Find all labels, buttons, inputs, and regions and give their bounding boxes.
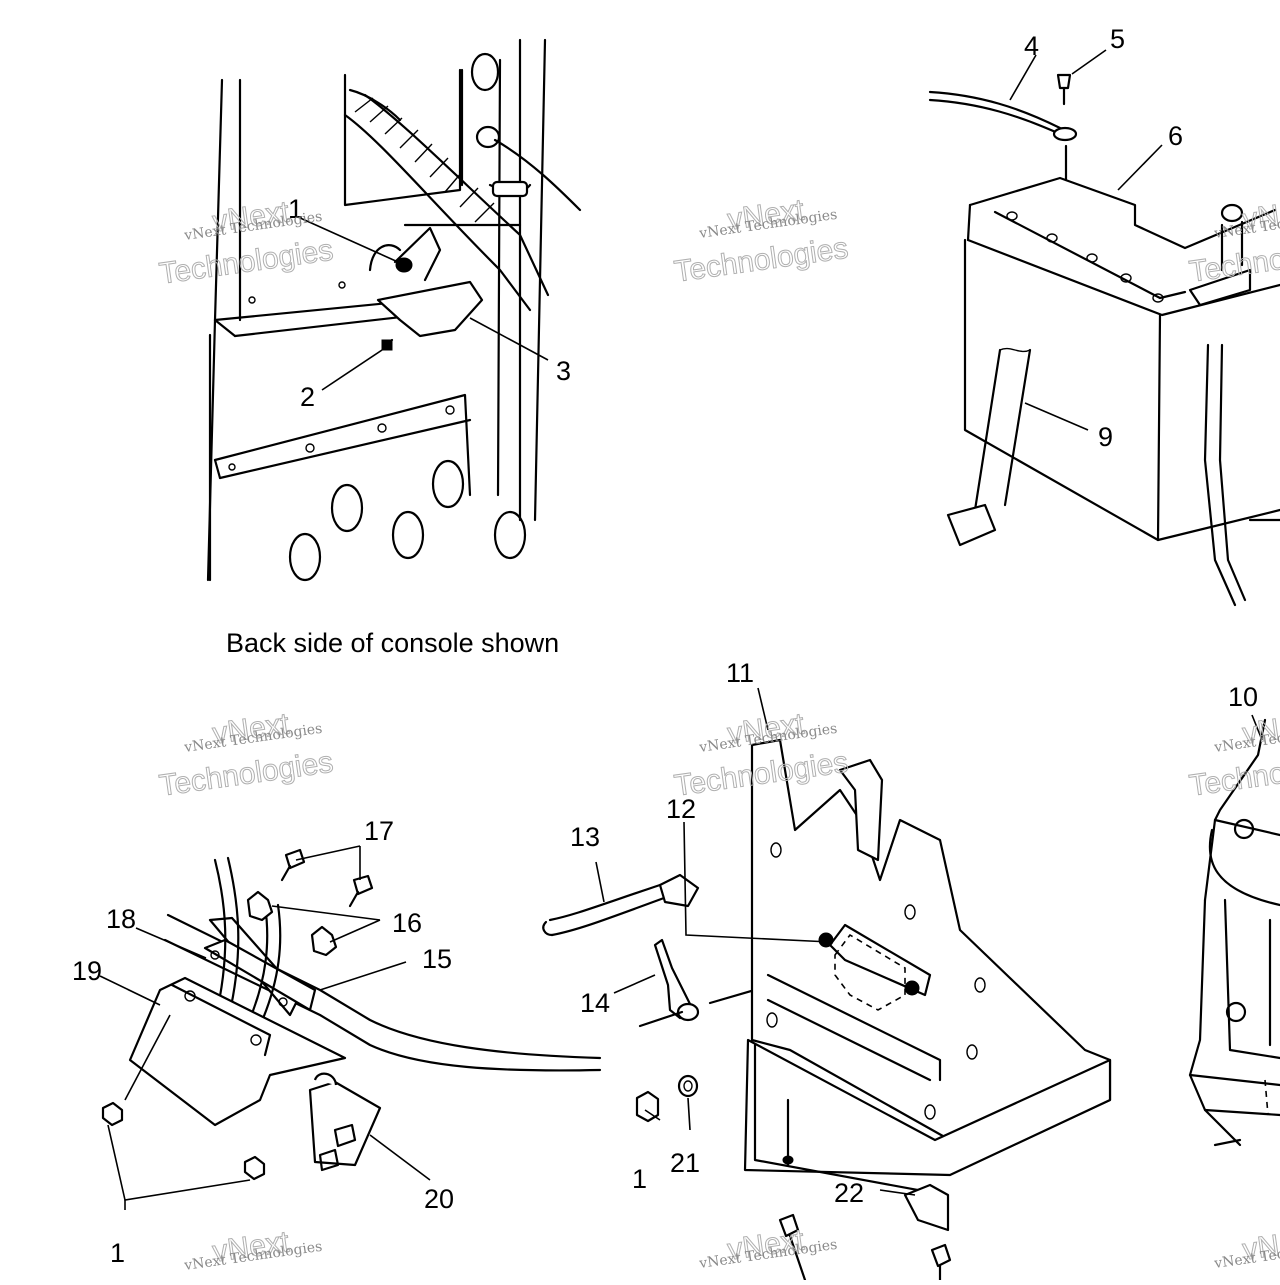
watermark-2: vNext vNext Technologies Technologies	[672, 193, 851, 289]
callout-12: 12	[666, 794, 696, 824]
callout-5: 5	[1110, 24, 1125, 54]
callout-6: 6	[1168, 121, 1183, 151]
relay-mount-view	[101, 848, 602, 1181]
watermark-bottom-1: Technologies	[157, 234, 335, 291]
watermark-4: vNext vNext Technologies Technologies	[157, 707, 336, 803]
callout-1-nut: 1	[632, 1164, 647, 1194]
watermark-7: vNext vNext Technologies	[182, 1225, 323, 1274]
watermark-6: vNext vNext Technologies Technologies	[1187, 707, 1280, 803]
callout-4: 4	[1024, 31, 1039, 61]
callout-20: 20	[424, 1184, 454, 1214]
callout-1-console: 1	[288, 194, 303, 224]
watermark-9: vNext vNext Technologies	[1212, 1223, 1280, 1272]
battery-view	[928, 73, 1280, 607]
callout-2: 2	[300, 382, 315, 412]
callout-22: 22	[834, 1178, 864, 1208]
callout-labels: 1 2 3 4 5 6 9 10 11 12 13 14 15 16 17 18…	[72, 24, 1258, 1268]
leader-lines	[99, 49, 1263, 1210]
callout-16: 16	[392, 908, 422, 938]
callout-15: 15	[422, 944, 452, 974]
callout-19: 19	[72, 956, 102, 986]
callout-9: 9	[1098, 422, 1113, 452]
watermark-1: vNext vNext Technologies Technologies	[157, 195, 336, 291]
watermark-bottom-2: Technologies	[672, 232, 850, 289]
callout-3: 3	[556, 356, 571, 386]
callout-13: 13	[570, 822, 600, 852]
callout-11: 11	[726, 658, 754, 688]
callout-21: 21	[670, 1148, 700, 1178]
callout-14: 14	[580, 988, 610, 1018]
watermark-3: vNext vNext Technologies Technologies	[1187, 193, 1280, 289]
watermark-bottom-6: Technologies	[1187, 746, 1280, 803]
watermark-bottom-4: Technologies	[157, 746, 335, 803]
callout-10: 10	[1228, 682, 1258, 712]
tray-partial-view	[1188, 718, 1280, 1147]
callout-18: 18	[106, 904, 136, 934]
console-caption: Back side of console shown	[226, 628, 559, 658]
console-view	[206, 38, 582, 582]
watermark-8: vNext vNext Technologies	[697, 1223, 838, 1272]
callout-1-mount: 1	[110, 1238, 125, 1268]
callout-17: 17	[364, 816, 394, 846]
battery-bracket-view	[542, 738, 1112, 1282]
